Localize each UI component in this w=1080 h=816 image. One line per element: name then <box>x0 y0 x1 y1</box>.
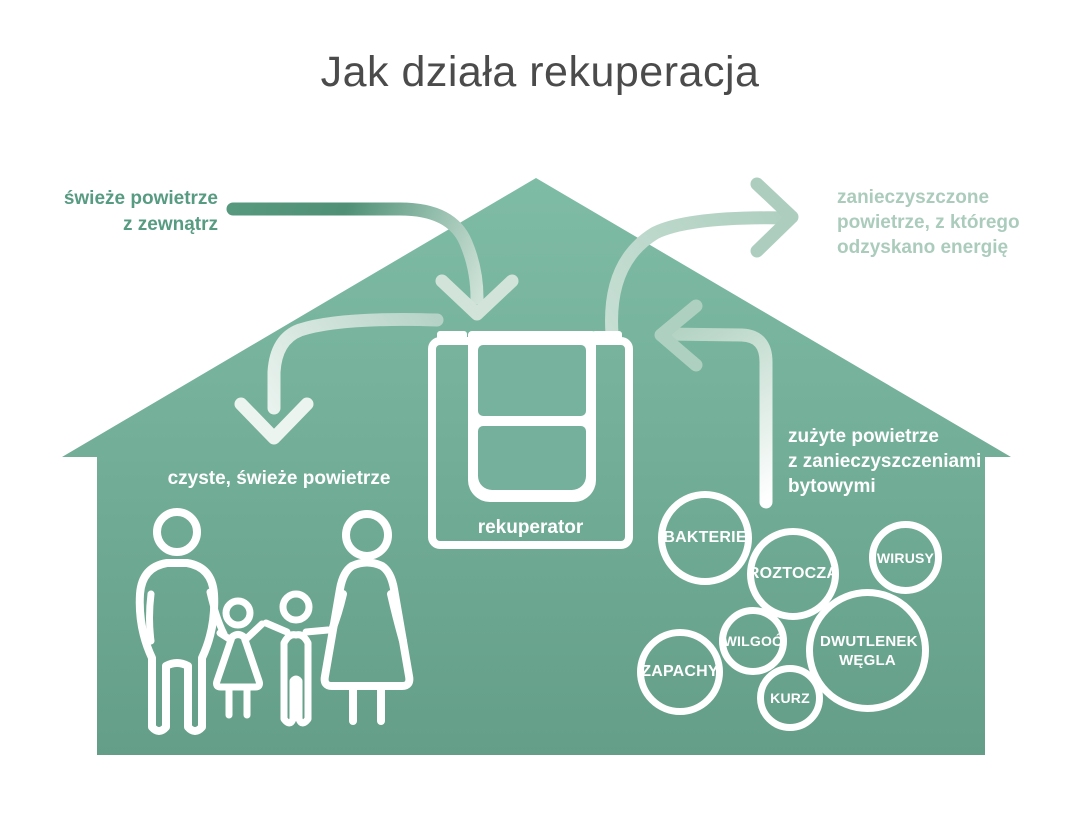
exhaust-air-arrow-icon <box>605 177 799 341</box>
pollutant-circle-dwutlenek-wegla: DWUTLENEK WĘGLA <box>806 589 929 712</box>
pollutant-circle-wilgoc: WILGOĆ <box>719 607 787 675</box>
pollutant-circle-kurz: KURZ <box>757 665 823 731</box>
pollutant-circle-zapachy: ZAPACHY <box>637 629 723 715</box>
recuperator-label: rekuperator <box>477 517 584 538</box>
family-figures <box>135 508 414 735</box>
boy-figure <box>262 590 332 727</box>
heat-exchanger-cell-bottom <box>478 426 586 490</box>
label-clean-air: czyste, świeże powietrze <box>167 468 391 489</box>
fresh-air-arrowhead-icon <box>435 274 519 321</box>
fresh-air-arrow-icon <box>226 202 519 321</box>
used-air-arrowhead-icon <box>654 299 703 372</box>
pollutant-circle-bakterie: BAKTERIE <box>658 491 752 585</box>
label-used-air: zużyte powietrze z zanieczyszczeniami by… <box>788 426 982 497</box>
label-exhaust-air: zanieczyszczone powietrze, z którego odz… <box>837 187 1020 258</box>
mother-figure <box>320 510 414 725</box>
girl-figure <box>213 597 266 719</box>
pollutant-circle-wirusy: WIRUSY <box>869 521 942 594</box>
pollutant-circle-roztocza: ROZTOCZA <box>747 528 839 620</box>
heat-exchanger-cell-top <box>478 345 586 416</box>
page-title: Jak działa rekuperacja <box>320 48 760 96</box>
clean-air-arrow-icon <box>234 312 444 445</box>
used-air-arrow-icon <box>654 299 773 509</box>
exhaust-air-arrowhead-icon <box>750 177 799 258</box>
recuperator-heat-exchanger <box>468 331 596 502</box>
label-fresh-air-outside: świeże powietrze z zewnątrz <box>63 188 218 235</box>
clean-air-arrowhead-icon <box>234 397 314 445</box>
father-figure <box>135 508 228 735</box>
